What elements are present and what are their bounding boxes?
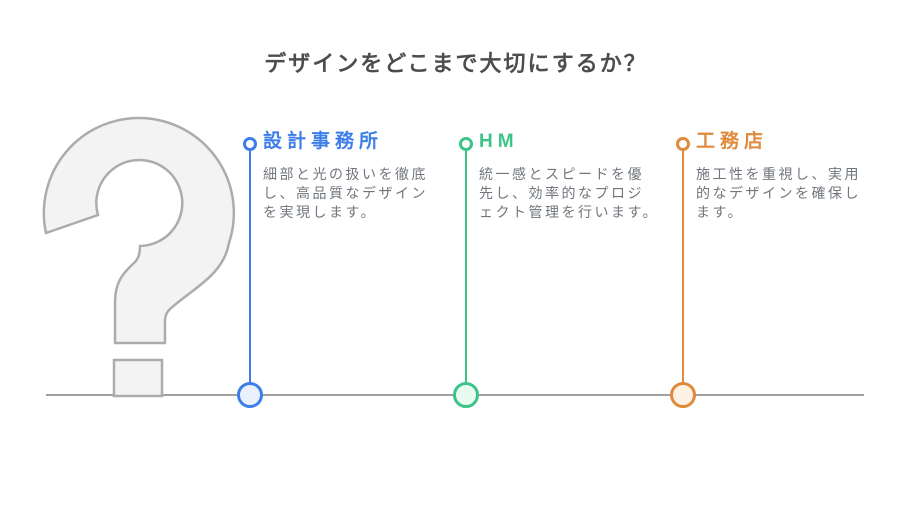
description-line: ます。 xyxy=(696,204,745,220)
description-line: 施工性を重視し、実用 xyxy=(696,166,861,182)
description-line: し、高品質なデザイン xyxy=(263,185,428,201)
column-top-marker xyxy=(676,137,690,151)
column-connector-line xyxy=(682,144,684,395)
column-label: 設計事務所 xyxy=(263,131,384,152)
column-top-marker xyxy=(459,137,473,151)
column-top-marker xyxy=(243,137,257,151)
column-baseline-marker xyxy=(237,382,263,408)
column-baseline-marker xyxy=(670,382,696,408)
column-baseline-marker xyxy=(453,382,479,408)
column-connector-line xyxy=(465,144,467,395)
page-title: デザインをどこまで大切にするか？ xyxy=(264,51,648,76)
column-connector-line xyxy=(249,144,251,395)
question-mark-hook xyxy=(42,116,236,345)
question-mark-icon xyxy=(42,116,236,398)
description-line: 的なデザインを確保し xyxy=(696,185,861,201)
description-line: 統一感とスピードを優 xyxy=(479,166,644,182)
column-label: 工務店 xyxy=(696,131,769,152)
column-label: HM xyxy=(479,131,519,152)
description-line: 細部と光の扱いを徹底 xyxy=(263,166,428,182)
column-description: 細部と光の扱いを徹底 し、高品質なデザイン を実現します。 xyxy=(263,165,453,222)
column-description: 施工性を重視し、実用 的なデザインを確保し ます。 xyxy=(696,165,886,222)
description-line: を実現します。 xyxy=(263,204,378,220)
description-line: ェクト管理を行います。 xyxy=(479,204,660,220)
column-description: 統一感とスピードを優 先し、効率的なプロジ ェクト管理を行います。 xyxy=(479,165,669,222)
description-line: 先し、効率的なプロジ xyxy=(479,185,644,201)
question-mark-dot xyxy=(112,358,164,398)
